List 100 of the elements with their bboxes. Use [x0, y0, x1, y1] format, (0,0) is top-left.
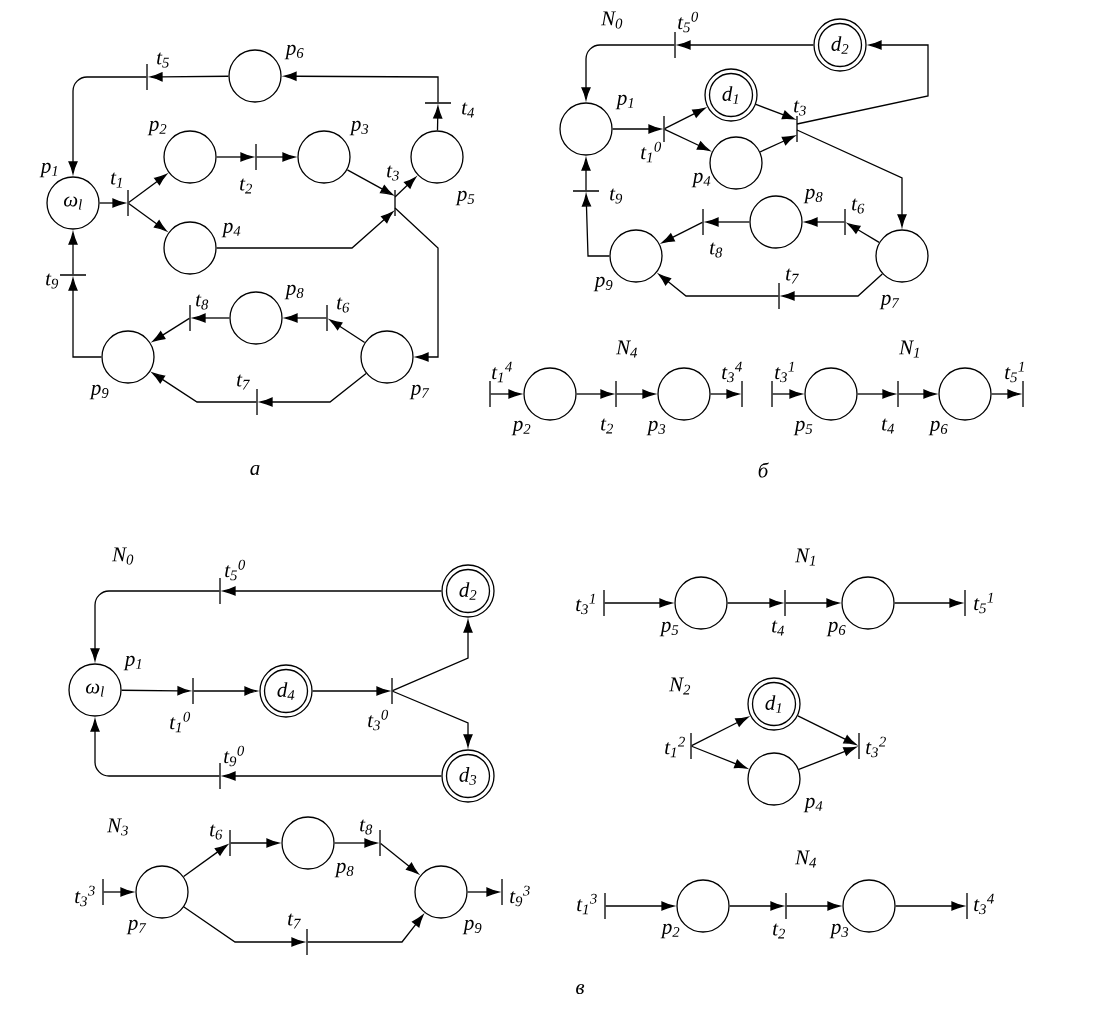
- node-label: t$_{2}$: [240, 178, 253, 194]
- node-label: t$_{9}$3: [510, 885, 530, 907]
- net-label: N$_{1}$: [794, 548, 815, 566]
- arrow: [68, 278, 102, 358]
- arrow: [433, 106, 443, 131]
- place-circle: [229, 291, 283, 345]
- arrow: [691, 745, 748, 769]
- arrow: [796, 40, 929, 125]
- node-label: p$_{7}$: [879, 294, 900, 310]
- node-label: p$_{5}$: [455, 190, 475, 206]
- node-label: t$_{3}$4: [974, 893, 994, 915]
- node-label: t$_{2}$: [601, 418, 613, 434]
- arrow: [581, 194, 610, 257]
- place-circle: [938, 367, 992, 421]
- arrow: [68, 232, 78, 275]
- node-label: p$_{1}$: [615, 94, 634, 110]
- arrow: [128, 174, 167, 204]
- node-label: t$_{9}$: [610, 188, 623, 204]
- arrow: [664, 128, 710, 151]
- arrow: [581, 44, 675, 100]
- place-circle: [414, 865, 468, 919]
- arrow: [329, 319, 366, 344]
- node-label: t$_{8}$: [196, 294, 209, 310]
- node-label: p$_{3}$: [349, 120, 369, 136]
- node-label: p$_{2}$: [147, 120, 167, 136]
- node-label: p$_{3}$: [829, 923, 849, 939]
- arrow: [103, 887, 133, 897]
- arrow: [394, 176, 417, 198]
- arrow: [346, 169, 394, 196]
- node-label: t$_{3}$1: [576, 593, 595, 615]
- node-label: t$_{3}$3: [75, 885, 95, 907]
- arrow: [581, 158, 591, 191]
- node-label: t$_{4}$: [462, 102, 474, 118]
- arrow: [604, 598, 672, 608]
- node-label: p$_{4}$: [803, 797, 823, 813]
- arrow: [216, 211, 394, 249]
- arrow: [664, 107, 706, 130]
- node-label: t$_{5}$0: [225, 559, 246, 581]
- place-circle: [657, 367, 711, 421]
- arrow: [152, 372, 257, 403]
- node-label: t$_{1}$0: [170, 711, 191, 733]
- arrow: [223, 771, 442, 781]
- node-label: p$_{3}$: [646, 420, 666, 436]
- node-label: p$_{2}$: [660, 923, 680, 939]
- node-label: t$_{1}$0: [641, 141, 662, 163]
- net-label: а: [250, 464, 260, 476]
- arrow: [786, 901, 840, 911]
- arrow: [759, 135, 795, 153]
- arrow: [380, 842, 419, 875]
- arrow: [193, 686, 257, 696]
- node-label: t$_{7}$: [237, 374, 250, 390]
- arrow: [797, 715, 857, 745]
- arrow: [312, 686, 389, 696]
- node-label: p$_{5}$: [659, 621, 679, 637]
- node-label: p$_{2}$: [511, 420, 531, 436]
- node-label: t$_{4}$: [772, 620, 784, 636]
- place-circle: [410, 130, 464, 184]
- arrow: [68, 76, 147, 174]
- arrow: [467, 887, 499, 897]
- place-circle: [559, 102, 613, 156]
- arrow: [230, 838, 279, 848]
- arrow: [260, 372, 367, 407]
- arrow: [658, 273, 779, 297]
- node-label: t$_{1}$: [111, 172, 122, 188]
- arrow: [898, 389, 936, 399]
- net-label: N$_{1}$: [898, 340, 919, 358]
- arrow: [847, 223, 880, 243]
- node-label: p$_{6}$: [284, 44, 304, 60]
- node-label: p$_{8}$: [334, 862, 354, 878]
- arrow: [90, 590, 220, 661]
- arrow: [772, 389, 802, 399]
- arrow: [661, 221, 703, 244]
- place-circle: [523, 367, 577, 421]
- arrow: [605, 901, 674, 911]
- place-circle: [709, 136, 763, 190]
- node-label: t$_{3}$: [794, 100, 806, 116]
- arrow: [691, 716, 749, 747]
- node-label: t$_{8}$: [710, 242, 723, 258]
- node-label: t$_{8}$: [360, 819, 373, 835]
- arrow: [678, 40, 814, 50]
- node-label: t$_{1}$4: [492, 361, 512, 383]
- arrow: [782, 273, 883, 301]
- arrow: [183, 906, 304, 947]
- place-circle: [804, 367, 858, 421]
- node-label: t$_{3}$: [387, 165, 399, 181]
- net-label: N$_{4}$: [794, 850, 817, 868]
- node-label: p$_{9}$: [462, 919, 482, 935]
- node-label: t$_{6}$: [852, 198, 865, 214]
- arrow: [150, 72, 229, 82]
- arrow: [152, 317, 190, 342]
- place-circle: [281, 816, 335, 870]
- node-label: p$_{7}$: [409, 384, 430, 400]
- arrow: [256, 152, 295, 162]
- arrow: [121, 686, 190, 696]
- node-label: t$_{9}$: [46, 273, 59, 289]
- node-label: p$_{6}$: [928, 420, 948, 436]
- node-label: t$_{7}$: [288, 913, 301, 929]
- node-label: t$_{6}$: [337, 297, 350, 313]
- place-circle: [228, 49, 282, 103]
- node-label: t$_{7}$: [786, 268, 799, 284]
